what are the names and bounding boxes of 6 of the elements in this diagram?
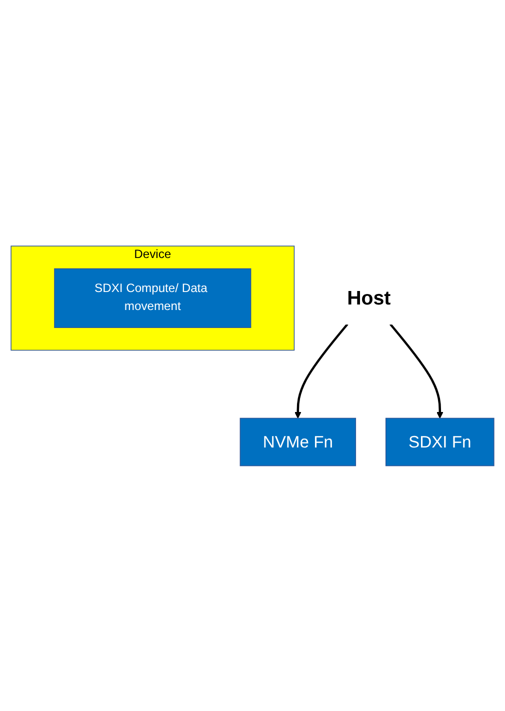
node-box: NVMe Fn xyxy=(240,417,356,466)
node-box: SDXI Compute/ Data movement xyxy=(54,268,252,328)
arrow xyxy=(390,323,444,418)
arrow xyxy=(294,323,348,418)
node-text: Host xyxy=(347,286,391,309)
node-box: SDXI Fn xyxy=(385,417,494,466)
